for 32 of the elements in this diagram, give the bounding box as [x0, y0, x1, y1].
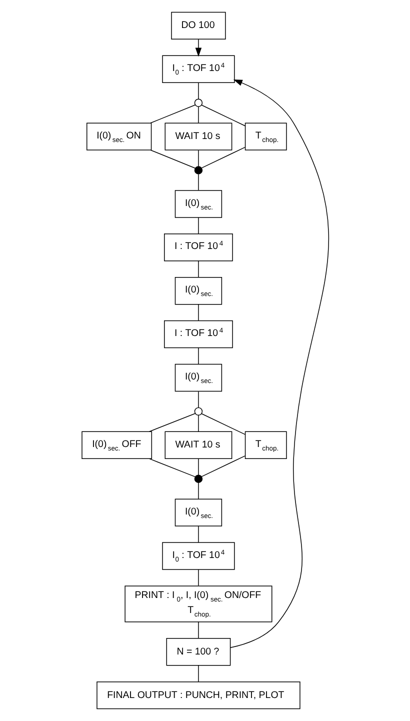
node-box: I$_{0}$ : TOF 10$^{4}$ [162, 55, 234, 83]
connector [150, 104, 195, 124]
node-circle [194, 407, 202, 416]
connector [150, 150, 196, 169]
connector [200, 456, 245, 477]
node-box: I(0)$_{sec.}$ OFF [81, 431, 152, 459]
node-box: I(0)$_{sec.}$ [174, 364, 222, 392]
node-box: WAIT 10 s [164, 431, 232, 459]
node-box: I(0)$_{sec.}$ ON [86, 122, 152, 150]
node-circle [194, 166, 202, 174]
node-circle [194, 474, 202, 483]
connector [148, 413, 196, 432]
node-box: I(0)$_{sec.}$ [174, 190, 222, 218]
connector [200, 104, 245, 126]
node-box: I : TOF 10$^{4}$ [164, 320, 232, 348]
node-box: T$_{chop.}$ [244, 122, 286, 150]
node-box: N = 100 ? [166, 638, 230, 666]
connector [148, 458, 196, 478]
arrow [194, 38, 202, 57]
connector [200, 413, 245, 435]
node-box: I$_{0}$ : TOF 10$^{4}$ [162, 542, 234, 570]
node-box: WAIT 10 s [164, 122, 232, 150]
arrow [230, 79, 329, 648]
node-box: PRINT : I$_{0}$, I, I(0)$_{sec.}$ ON/OFF T$_{chop.}$ [124, 586, 272, 622]
node-box: T$_{chop.}$ [244, 431, 286, 459]
node-box: I(0)$_{sec.}$ [174, 498, 222, 526]
node-box: FINAL OUTPUT : PUNCH, PRINT, PLOT [96, 681, 300, 710]
node-box: I : TOF 10$^{4}$ [164, 234, 232, 262]
connector [200, 146, 245, 168]
node-box: DO 100 [170, 12, 226, 40]
node-box: I(0)$_{sec.}$ [174, 276, 222, 305]
node-circle [194, 98, 202, 107]
